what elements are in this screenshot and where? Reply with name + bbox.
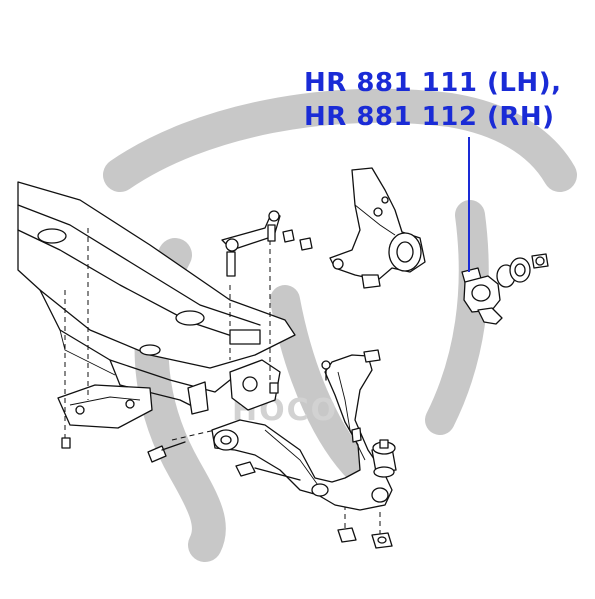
- stabilizer-link: [221, 210, 313, 277]
- lower-control-arm: [211, 349, 393, 511]
- watermark-swoosh-top: [103, 88, 577, 192]
- part-number-rh: HR 881 112 (RH): [304, 102, 555, 132]
- watermark-swoosh-right: [425, 200, 489, 435]
- part-number-lh: HR 881 111 (LH),: [304, 68, 562, 98]
- subframe: [17, 181, 296, 415]
- mount-bracket: [57, 384, 153, 429]
- bottom-nuts: [337, 527, 393, 549]
- subframe-bolts: [61, 382, 279, 463]
- alignment-lines: [64, 228, 381, 535]
- bushing-assembly: [461, 253, 549, 325]
- watermark-swoosh-stem: [270, 285, 375, 485]
- ball-joint: [371, 439, 397, 478]
- steering-knuckle: [329, 167, 426, 289]
